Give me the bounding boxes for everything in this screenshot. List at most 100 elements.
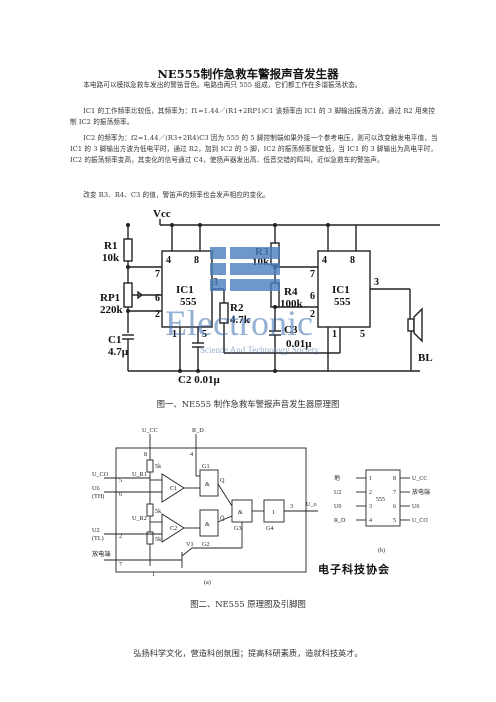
ic1-pin2: 2 — [155, 309, 160, 320]
bd-label: (a) — [204, 579, 211, 586]
r1-value: 10k — [102, 252, 120, 264]
bd-pin1: 1 — [152, 571, 155, 578]
bd-g2: G2 — [202, 541, 210, 548]
ic2-pin1: 1 — [332, 329, 337, 340]
bd-uo: U_o — [306, 501, 317, 508]
bd-c2: C2 — [170, 525, 177, 532]
vcc-label: Vcc — [153, 208, 171, 220]
figure2-caption: 图二、NE555 原理图及引脚图 — [190, 599, 306, 609]
bd-g1-and: & — [205, 481, 210, 488]
c1-label: C1 — [108, 334, 121, 346]
watermark-subtext: Science And Technology Society — [200, 345, 319, 355]
bd-pin2: 2 — [119, 533, 122, 540]
ic2-pin4: 4 — [322, 255, 327, 266]
ic2-pin5: 5 — [360, 329, 365, 340]
c3-value: 0.01μ — [286, 338, 312, 350]
bd-pin7: 7 — [119, 561, 122, 568]
paragraph-intro: 本电路可以模拟急救车发出的警笛音色。电路由两只 555 组成，它们都工作在多谐振… — [83, 81, 362, 89]
bd-ur1: U_R1 — [132, 471, 147, 478]
ic2-part: 555 — [334, 296, 351, 308]
ic2-pin6: 6 — [310, 291, 315, 302]
bd-ur2: U_R2 — [132, 515, 147, 522]
figure2-pinout: 地 U2 U0 R_D 1 2 3 4 8 7 6 5 U_CC 放电端 U6 … — [334, 469, 430, 554]
bd-pin6: 6 — [119, 491, 122, 498]
c3-label: C3 — [284, 324, 298, 336]
ic1-label: IC1 — [176, 284, 194, 296]
bd-v1: V1 — [186, 541, 194, 548]
pin-num-7: 7 — [393, 490, 396, 496]
footer-slogan: 弘扬科学文化，营造科创氛围；提高科研素质，造就科技英才。 — [133, 648, 363, 658]
ic1-part: 555 — [180, 296, 197, 308]
r2-value: 4.7k — [230, 314, 251, 326]
ic2-pin2: 2 — [310, 309, 315, 320]
figure2-block-diagram: U_CC R_D 8 4 5k 5k 5k U_R1 U_R2 C1 C2 U_… — [92, 427, 318, 586]
document-title: NE555制作急救车警报声音发生器 — [157, 67, 339, 81]
rp1-label: RP1 — [100, 292, 120, 304]
paragraph-ic1: IC1 的工作频率比较低，其频率为：f1=1.44／(R1+2RP1)C1 该频… — [70, 107, 436, 126]
pin-num-8: 8 — [393, 476, 396, 482]
pin-num-6: 6 — [393, 504, 396, 510]
speaker-label: BL — [418, 352, 433, 364]
bd-r1: 5k — [155, 463, 162, 470]
pin-rd-label: R_D — [334, 518, 346, 524]
pin-num-4: 4 — [369, 518, 372, 524]
bd-pin5: 5 — [119, 477, 122, 484]
pin-gnd-label: 地 — [334, 474, 340, 482]
ic1-pin8: 8 — [194, 255, 199, 266]
bd-g3-and: & — [238, 509, 243, 516]
bd-g3: G3 — [234, 525, 242, 532]
bd-r2: 5k — [155, 508, 162, 515]
bd-g1: G1 — [202, 463, 210, 470]
bd-pin4: 4 — [190, 451, 193, 458]
bd-u6: U6 — [92, 485, 100, 492]
bd-discharge: 放电端 — [92, 550, 111, 558]
bd-r3: 5k — [155, 536, 162, 543]
r4-value: 100k — [280, 298, 304, 310]
rp1-value: 220k — [100, 304, 124, 316]
pinout-chip-label: 555 — [376, 497, 385, 503]
pin-num-2: 2 — [369, 490, 372, 496]
bd-g2-and: & — [205, 521, 210, 528]
bd-rd: R_D — [192, 427, 204, 434]
bd-pin8: 8 — [144, 451, 147, 458]
paragraph-ic2: IC2 的频率为：f2=1.44／(R3+2R4)C3 因为 555 的 5 脚… — [70, 134, 438, 164]
ic1-pin7: 7 — [155, 269, 160, 280]
pin-ucc-label: U_CC — [412, 476, 427, 482]
bd-q: Q — [220, 477, 225, 484]
figure1-schematic: Vcc R1 10k RP1 220k C1 4.7μ IC1 555 R2 4… — [100, 208, 440, 386]
bd-th: (TH) — [92, 493, 104, 500]
pin-u0-label: U0 — [334, 504, 341, 510]
brand-text: 电子科技协会 — [318, 563, 390, 576]
figure1-caption: 图一、NE555 制作急救车警报声音发生器原理图 — [156, 399, 340, 409]
ic1-pin6: 6 — [155, 293, 160, 304]
pin-num-1: 1 — [369, 476, 372, 482]
ic2-pin8: 8 — [350, 255, 355, 266]
ic1-pin5: 5 — [202, 329, 207, 340]
c2-label: C2 0.01μ — [178, 374, 220, 386]
ic2-pin7: 7 — [310, 269, 315, 280]
bd-ucc: U_CC — [142, 427, 158, 434]
paragraph-change: 改变 R3、R4、C3 的值，警笛声的频率也会发声相应的变化。 — [83, 191, 270, 199]
r1-label: R1 — [104, 240, 117, 252]
c1-value: 4.7μ — [108, 346, 129, 358]
bd-g4: G4 — [266, 525, 274, 532]
pin-num-5: 5 — [393, 518, 396, 524]
ic2-label: IC1 — [332, 284, 350, 296]
bd-qbar: Q̄ — [220, 515, 225, 522]
watermark-logo — [210, 247, 280, 291]
watermark-text: Electronic — [165, 303, 313, 343]
ic2-pin3: 3 — [374, 277, 379, 288]
pin-u6-label: U6 — [412, 504, 419, 510]
pinout-label: (b) — [378, 547, 385, 554]
bd-pin3: 3 — [290, 503, 293, 510]
bd-tl: (TL) — [92, 535, 104, 542]
bd-u2: U2 — [92, 527, 100, 534]
pin-u2-label: U2 — [334, 490, 341, 496]
pin-discharge-label: 放电端 — [412, 488, 430, 496]
ic1-pin4: 4 — [166, 255, 171, 266]
bd-c1: C1 — [170, 485, 177, 492]
bd-uco: U_CO — [92, 471, 109, 478]
r4-label: R4 — [284, 286, 298, 298]
pin-uco-label: U_CO — [412, 518, 428, 524]
pin-num-3: 3 — [369, 504, 372, 510]
